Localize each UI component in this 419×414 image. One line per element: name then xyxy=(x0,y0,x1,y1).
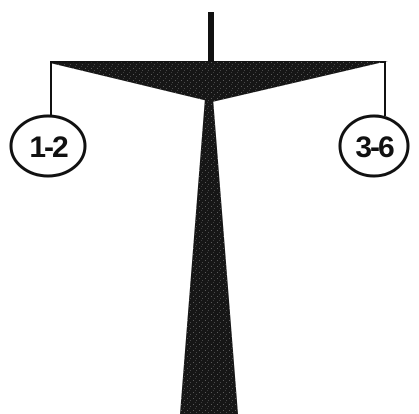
left-pan-label: 1-2 xyxy=(29,131,68,164)
right-pan: 3-6 xyxy=(340,116,408,176)
scale-beam xyxy=(50,61,388,102)
right-pan-label: 3-6 xyxy=(355,131,394,164)
left-pan: 1-2 xyxy=(11,116,85,176)
scale-pillar xyxy=(180,98,238,414)
